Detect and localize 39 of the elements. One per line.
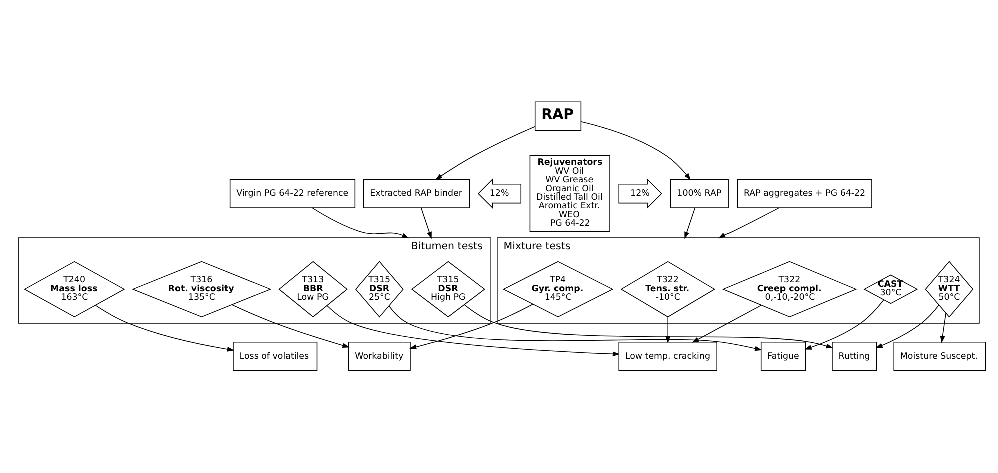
node-box: 100% RAP — [670, 179, 729, 208]
node-diamond: TP4 Gyr. comp. 145°C — [502, 261, 614, 318]
node-box: RAP — [534, 102, 582, 131]
arrow — [580, 122, 692, 180]
node-box: Moisture Suscept. — [894, 342, 986, 372]
arrow — [876, 304, 940, 348]
node-diamond: T322 Creep compl. 0,-10,-20°C — [722, 261, 858, 318]
arrow — [692, 305, 762, 343]
node-diamond: T316 Rot. viscosity 135°C — [132, 261, 272, 318]
arrow — [95, 305, 235, 352]
arrow — [232, 304, 350, 348]
node-box: Loss of volatiles — [233, 342, 318, 372]
node-box: RAP aggregates + PG 64-22 — [737, 179, 872, 208]
arrow — [420, 208, 432, 240]
node-diamond: CAST 30°C — [864, 274, 918, 304]
node-box: Low temp. cracking — [618, 342, 718, 372]
arrow — [326, 305, 620, 357]
arrow — [940, 313, 946, 344]
node-box: Workability — [348, 342, 411, 372]
node-box: Rutting — [832, 342, 878, 372]
node-diamond: T324 WTT 50°C — [925, 261, 974, 318]
node-diamond: T322 Tens. str. -10°C — [620, 261, 716, 318]
node-diamond: T315 DSR High PG — [411, 261, 486, 318]
node-diamond: T240 Mass loss 163°C — [24, 261, 126, 318]
node-box: Virgin PG 64-22 reference — [230, 179, 356, 208]
arrow — [718, 208, 780, 239]
node-diamond: T315 DSR 25°C — [355, 261, 404, 318]
node-box: Extracted RAP binder — [363, 179, 470, 208]
node-box: Rejuvenators WV Oil WV Grease Organic Oil Distilled Tall Oil Aromatic Extr. WEO PG 64-22 — [530, 156, 610, 232]
arrow — [684, 208, 696, 240]
arrow — [464, 304, 834, 349]
arrow — [666, 316, 671, 344]
arrow — [435, 126, 536, 180]
arrow — [804, 300, 884, 350]
node-box: Fatigue — [760, 342, 806, 372]
node-diamond: T313 BBR Low PG — [278, 261, 348, 318]
arrow — [410, 304, 534, 350]
arrow — [388, 306, 762, 352]
arrow — [312, 208, 410, 239]
